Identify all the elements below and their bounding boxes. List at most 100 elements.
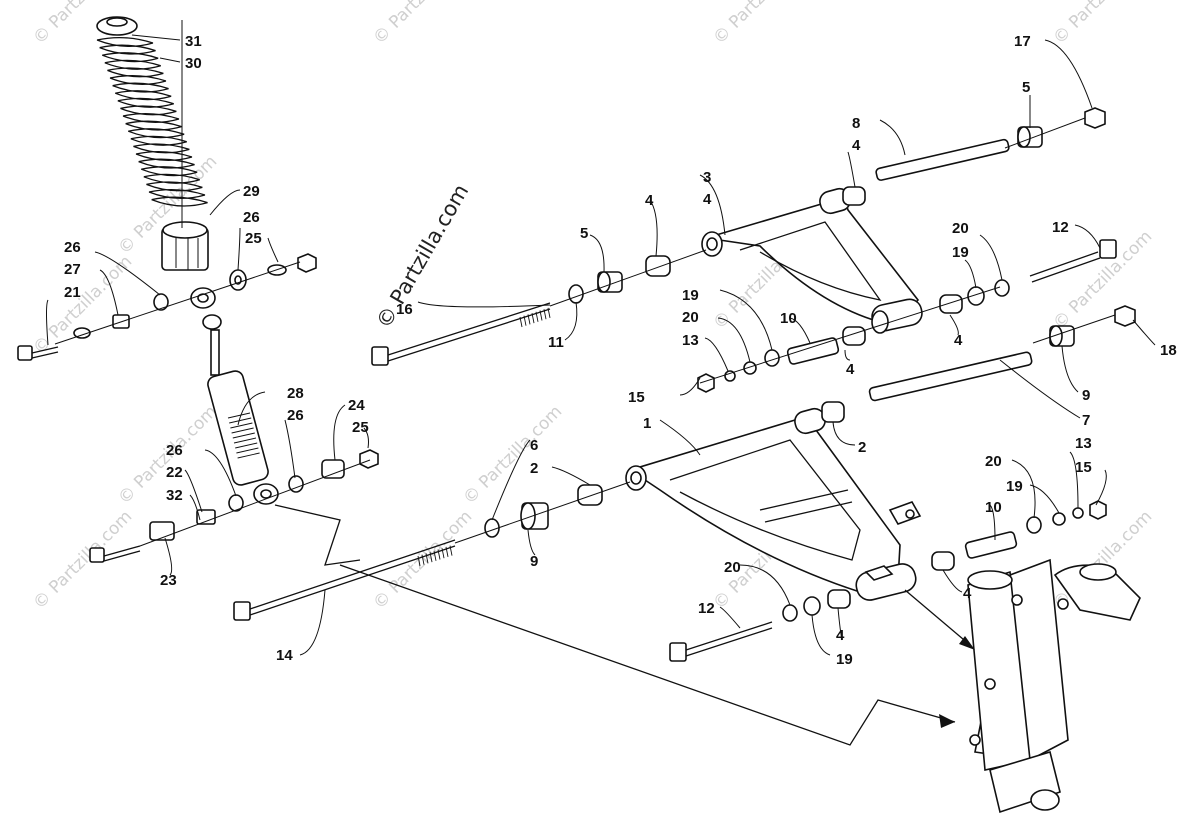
shock-body <box>207 370 269 486</box>
callout-27: 27 <box>64 261 81 278</box>
callout-20: 20 <box>985 453 1002 470</box>
callout-7: 7 <box>1082 412 1090 429</box>
callout-23: 23 <box>160 572 177 589</box>
center-watermark: © Partzilla.com <box>372 180 474 332</box>
callout-13: 13 <box>682 332 699 349</box>
coil-spring <box>96 36 208 207</box>
washer <box>568 284 584 304</box>
callout-2: 2 <box>530 460 538 477</box>
callout-4: 4 <box>836 627 845 644</box>
callout-21: 21 <box>64 284 81 301</box>
callout-5: 5 <box>1022 79 1030 96</box>
callout-5: 5 <box>580 225 588 242</box>
callout-numbers: 31 30 29 26 25 26 27 21 28 26 24 25 26 2… <box>64 33 1177 668</box>
bushing <box>821 401 845 423</box>
cap-nut <box>1084 107 1106 129</box>
pivot-shaft <box>868 351 1033 402</box>
washer <box>153 293 169 311</box>
lower-arm-hardware <box>233 305 1136 662</box>
callout-13: 13 <box>1075 435 1092 452</box>
washer <box>782 604 798 622</box>
leader-lines <box>46 34 1156 656</box>
lock-washer <box>724 370 736 382</box>
callout-15: 15 <box>628 389 645 406</box>
steering-spindle <box>967 558 1141 814</box>
callout-20: 20 <box>682 309 699 326</box>
upper-a-arm <box>701 187 923 334</box>
lower-a-arm <box>625 407 922 601</box>
nut <box>1089 500 1107 520</box>
sleeve <box>786 337 840 365</box>
bushing <box>827 589 851 609</box>
callout-24: 24 <box>348 397 365 414</box>
callout-10: 10 <box>985 499 1002 516</box>
callout-6: 6 <box>530 437 538 454</box>
callout-31: 31 <box>185 33 202 50</box>
callout-4: 4 <box>703 191 712 208</box>
pivot-shaft <box>875 138 1010 181</box>
lock-washer <box>1072 507 1084 519</box>
nut <box>697 373 715 393</box>
callout-20: 20 <box>724 559 741 576</box>
spacer <box>196 509 216 525</box>
watermark: © Partzilla.com <box>1049 0 1156 49</box>
callout-1: 1 <box>643 415 651 432</box>
callout-26: 26 <box>243 209 260 226</box>
bolt-head <box>371 346 389 366</box>
callout-18: 18 <box>1160 342 1177 359</box>
callout-30: 30 <box>185 55 202 72</box>
bushing <box>645 255 671 277</box>
callout-19: 19 <box>952 244 969 261</box>
nut <box>359 449 379 469</box>
callout-29: 29 <box>243 183 260 200</box>
shock-absorber-assembly <box>17 16 379 563</box>
bushing <box>939 294 963 314</box>
callout-10: 10 <box>780 310 797 327</box>
callout-20: 20 <box>952 220 969 237</box>
watermark: © Partzilla.com <box>29 252 136 359</box>
callout-17: 17 <box>1014 33 1031 50</box>
callout-3: 3 <box>703 169 711 186</box>
callout-28: 28 <box>287 385 304 402</box>
bolt-head <box>1099 239 1117 259</box>
bushing <box>577 484 603 506</box>
callout-4: 4 <box>963 585 972 602</box>
nut <box>297 253 317 273</box>
bushing <box>931 551 955 571</box>
callout-4: 4 <box>852 137 861 154</box>
callout-4: 4 <box>645 192 654 209</box>
callout-26: 26 <box>64 239 81 256</box>
assembly-arrows <box>274 504 975 746</box>
bolt-head <box>233 601 251 621</box>
callout-16: 16 <box>396 301 413 318</box>
bushing <box>842 186 866 206</box>
shock-shaft <box>210 329 220 376</box>
callout-4: 4 <box>954 332 963 349</box>
callout-4: 4 <box>846 361 855 378</box>
bolt-head <box>17 345 33 361</box>
callout-25: 25 <box>352 419 369 436</box>
callout-19: 19 <box>682 287 699 304</box>
callout-15: 15 <box>1075 459 1092 476</box>
callout-26: 26 <box>166 442 183 459</box>
washer <box>73 327 91 339</box>
callout-11: 11 <box>548 334 564 351</box>
bolt-head <box>669 642 687 662</box>
watermark: © Partzilla.com <box>709 0 816 49</box>
callout-19: 19 <box>836 651 853 668</box>
upper-arm-hardware <box>371 107 1117 393</box>
bushing <box>321 459 345 479</box>
callout-12: 12 <box>698 600 715 617</box>
washer <box>1052 512 1066 526</box>
watermark: © Partzilla.com <box>459 402 566 509</box>
callout-12: 12 <box>1052 219 1069 236</box>
callout-2: 2 <box>858 439 866 456</box>
cap-nut <box>1114 305 1136 327</box>
callout-8: 8 <box>852 115 860 132</box>
washer <box>1026 516 1042 534</box>
watermark: © Partzilla.com <box>29 507 136 614</box>
callout-32: 32 <box>166 487 183 504</box>
bolt-head <box>89 547 105 563</box>
callout-14: 14 <box>276 647 293 664</box>
